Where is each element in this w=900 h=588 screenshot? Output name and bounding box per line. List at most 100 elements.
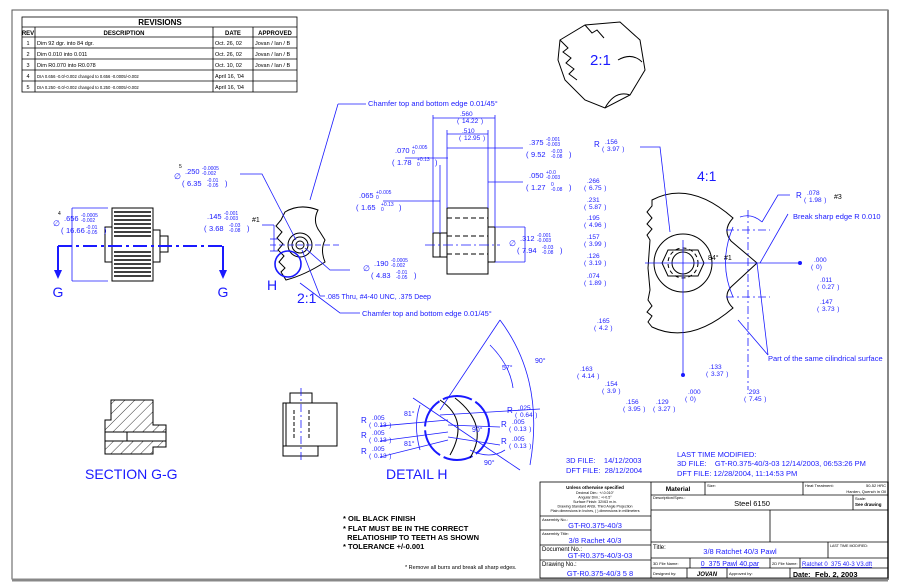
dimension-mm-open: ( xyxy=(356,203,359,212)
isometric-view: 2:1 xyxy=(557,21,646,109)
dimension-mm-close: ) xyxy=(673,406,675,413)
heat-treatment-process: Harden, Quench in Oil xyxy=(846,489,886,494)
dimension-mm-close: ) xyxy=(529,443,531,450)
dimension-tolerance-inch: -0.0005 xyxy=(391,258,408,264)
dimension-tolerance-mm: +0.13 xyxy=(417,157,430,163)
dimension-mm-open: ( xyxy=(685,396,688,403)
detail-scale-label: 4:1 xyxy=(697,168,717,184)
dimension-mm-open: ( xyxy=(369,422,372,429)
dimension-d560: .560(14.22) xyxy=(457,111,483,125)
dimension-tolerance-inch: -0.001 xyxy=(546,137,560,143)
dimension-inch: .025 xyxy=(518,405,531,412)
note-line: * TOLERANCE +/-0.001 xyxy=(343,542,424,551)
dimension-v293: .293(7.45) xyxy=(744,389,766,403)
dimension-mm-close: ) xyxy=(604,241,606,248)
dimension-mm-open: ( xyxy=(804,197,807,204)
dimension-v165: .165(4.2) xyxy=(594,318,613,332)
dimension-note: 4 xyxy=(58,211,61,217)
dimension-mm: 3.9 xyxy=(607,388,616,395)
angle-90-outer: 90° xyxy=(535,357,546,365)
dimension-mm: 7.45 xyxy=(749,396,762,403)
dimension-inch: .157 xyxy=(587,234,600,241)
revision-cell: Dim 92 dgr. into 84 dgr. xyxy=(37,41,94,47)
file-dft-date: DFT FILE: 28/12/2004 xyxy=(566,466,642,475)
dimension-mm: 1.65 xyxy=(361,203,376,212)
dimension-symbol: ∅ xyxy=(174,172,181,181)
dimension-mm-close: ) xyxy=(569,183,572,192)
dimension-tolerance-inch: -0.003 xyxy=(546,175,560,181)
dimension-v157: .157(3.99) xyxy=(584,234,606,248)
tag-1b: #1 xyxy=(724,255,732,262)
dimension-tolerance-inch: 0 xyxy=(412,150,415,156)
dimension-inch: .156 xyxy=(605,139,618,146)
dimension-tolerance-mm: -0.03 xyxy=(551,149,563,155)
dimension-tolerance-inch: -0.0005 xyxy=(81,213,98,219)
dimension-mm: 0.13 xyxy=(514,443,527,450)
dimension-mm-close: ) xyxy=(726,371,728,378)
document-no: GT-R0.375-40/3-03 xyxy=(568,551,633,560)
approved-header: APPROVED xyxy=(258,31,292,37)
dimension-mm-open: ( xyxy=(584,280,587,287)
section-g-left-label: G xyxy=(53,284,64,300)
rev-header: REV xyxy=(22,31,34,37)
dimension-mm-close: ) xyxy=(610,325,612,332)
dimension-d145: .145(3.68-0.001-0.003-0.03-0.08) xyxy=(204,211,250,234)
revision-cell: Dim 0.010 into 0.011 xyxy=(37,52,87,58)
last-modified-title: LAST TIME MODIFIED: xyxy=(677,450,756,459)
dimension-inch: .005 xyxy=(512,419,525,426)
angle-81-bottom: 81° xyxy=(404,440,415,448)
dimension-inch: .560 xyxy=(460,111,473,118)
dimension-tolerance-inch: 0 xyxy=(376,195,379,201)
revision-cell: DIA 0.656 -0.0/-0.002 changed to 0.656 -… xyxy=(37,74,139,79)
scale-value: See drawing xyxy=(855,502,882,507)
dimension-inch: .129 xyxy=(656,399,669,406)
dimension-mm-open: ( xyxy=(584,241,587,248)
assembly-no-label: Assembly No.: xyxy=(542,517,568,522)
dimension-tolerance-inch: -0.0005 xyxy=(202,166,219,172)
dimension-mm-close: ) xyxy=(837,306,839,313)
revision-cell: Jovan / Ian / B xyxy=(255,63,290,69)
revision-cell: 2 xyxy=(26,52,29,58)
dimension-mm: 6.75 xyxy=(589,185,602,192)
dimension-inch: .163 xyxy=(580,366,593,373)
dimension-tolerance-inch: -0.003 xyxy=(546,142,560,148)
dimension-v133: .133(3.37) xyxy=(706,364,728,378)
dimension-mm-close: ) xyxy=(597,373,599,380)
scaled-view-4-1: 4:1 Break sharp edge R 0.010 Part of the… xyxy=(640,146,883,390)
designed-by: JOVAN xyxy=(697,572,718,578)
dimension-inch: .293 xyxy=(747,389,760,396)
dimension-mm-close: ) xyxy=(399,203,402,212)
last-modified-dft: DFT FILE: 12/28/2004, 11:14:53 PM xyxy=(677,469,797,478)
date-label: Date: xyxy=(793,572,811,579)
dimension-r156: R.156(3.97) xyxy=(594,139,624,153)
revision-cell: Dim R0.070 into R0.078 xyxy=(37,63,96,69)
revision-cell: DIA 0.250 -0.0/-0.002 changed to 0.250 -… xyxy=(37,85,139,90)
dimension-mm-close: ) xyxy=(389,453,391,460)
dimension-mm: 3.68 xyxy=(209,224,224,233)
dimension-r005a: R.005(0.13) xyxy=(361,415,391,429)
dimension-mm-open: ( xyxy=(584,222,587,229)
revision-cell: April 16, '04 xyxy=(215,74,244,80)
heat-treatment-label: Heat Treatment: xyxy=(805,483,834,488)
dimensions: ∅4.656(16.66-0.0005-0.002-0.01-0.05) .145… xyxy=(53,111,839,460)
dimension-r005d: R.005(0.13) xyxy=(501,419,531,433)
dimension-mm: 3.37 xyxy=(711,371,724,378)
dimension-mm-open: ( xyxy=(369,437,372,444)
revision-cell: Jovan / Ian / B xyxy=(255,41,290,47)
dimension-mm-close: ) xyxy=(435,158,438,167)
dimension-tolerance-mm: 0 xyxy=(381,207,384,213)
side-view-middle xyxy=(383,115,526,275)
section-g-right-label: G xyxy=(218,284,229,300)
dimension-mm-open: ( xyxy=(526,150,529,159)
drawing-no: GT-R0.375-40/3 5 8 xyxy=(567,569,633,578)
dimension-d312: ∅.312(7.94-0.001-0.003-0.03-0.08) xyxy=(509,233,563,256)
dimension-mm-open: ( xyxy=(459,135,462,142)
dimension-mm-close: ) xyxy=(824,197,826,204)
dimension-v074: .074(1.89) xyxy=(584,273,606,287)
dimension-mm-close: ) xyxy=(643,406,645,413)
dimension-tolerance-mm: 0 xyxy=(551,182,554,188)
dimension-tolerance-inch: -0.002 xyxy=(202,171,216,177)
dimension-d656: ∅4.656(16.66-0.0005-0.002-0.01-0.05) xyxy=(53,211,107,236)
dimension-mm-close: ) xyxy=(604,280,606,287)
